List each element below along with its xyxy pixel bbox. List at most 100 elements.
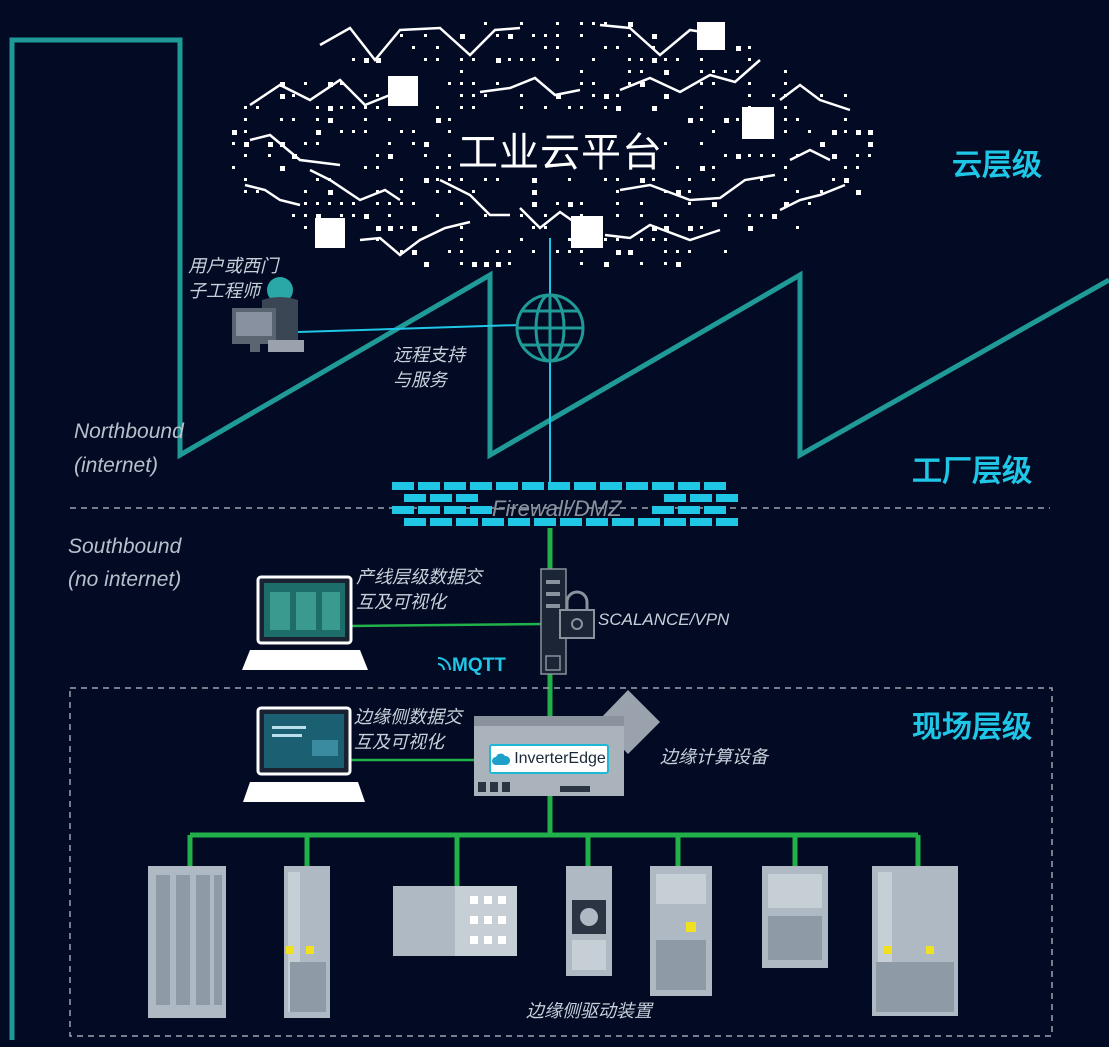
cloud-dot xyxy=(700,82,703,85)
cloud-dot xyxy=(712,82,715,85)
edge-hmi-label-line1: 边缘侧数据交 xyxy=(354,707,462,728)
cloud-dot xyxy=(352,106,355,109)
cloud-dot xyxy=(460,94,463,97)
cloud-dot xyxy=(664,262,667,265)
cloud-dot xyxy=(676,262,681,267)
cloud-dot xyxy=(796,190,799,193)
cloud-dot xyxy=(424,58,427,61)
cloud-dot xyxy=(328,118,333,123)
cloud-dot xyxy=(832,154,837,159)
cloud-dot xyxy=(676,58,679,61)
firewall-brick xyxy=(626,482,648,490)
cloud-dot xyxy=(772,94,775,97)
cloud-dot xyxy=(400,34,403,37)
edge-hmi-label-line2: 互及可视化 xyxy=(354,732,444,753)
firewall-brick xyxy=(664,494,686,502)
cloud-dot xyxy=(652,178,655,181)
cloud-dot xyxy=(388,142,391,145)
cloud-dot xyxy=(616,94,619,97)
cloud-dot xyxy=(856,154,859,157)
cloud-dot xyxy=(820,94,823,97)
cloud-dot xyxy=(628,250,633,255)
cloud-dot xyxy=(496,82,499,85)
cloud-dot xyxy=(724,250,727,253)
cloud-dot xyxy=(520,106,523,109)
firewall-brick xyxy=(496,482,518,490)
firewall-brick xyxy=(392,506,414,514)
cloud-dot xyxy=(520,22,523,25)
cloud-dot xyxy=(244,142,249,147)
firewall-brick xyxy=(652,482,674,490)
cloud-dot xyxy=(580,82,583,85)
cloud-dot xyxy=(808,202,811,205)
cloud-dot xyxy=(700,166,705,171)
cloud-dot xyxy=(748,82,751,85)
firewall-brick xyxy=(418,506,440,514)
firewall-brick xyxy=(716,494,738,502)
cloud-dot xyxy=(352,202,355,205)
firewall-icon xyxy=(392,482,738,526)
cloud-dot xyxy=(532,190,537,195)
cloud-dot xyxy=(592,22,595,25)
cloud-dot xyxy=(640,262,643,265)
cloud-dot xyxy=(364,94,367,97)
cloud-dot xyxy=(580,34,583,37)
drive-device-2 xyxy=(284,866,330,1018)
cloud-dot xyxy=(460,202,463,205)
cloud-dot xyxy=(460,250,463,253)
cloud-dot xyxy=(508,262,511,265)
cloud-dot xyxy=(724,214,727,217)
cloud-dot xyxy=(604,178,607,181)
cloud-dot xyxy=(304,202,307,205)
teal-boundary-line xyxy=(9,37,1109,1040)
cloud-dot xyxy=(712,166,715,169)
cloud-dot xyxy=(556,250,559,253)
cloud-dot xyxy=(388,226,393,231)
cloud-dot xyxy=(712,70,715,73)
field-level-box xyxy=(69,687,1053,1037)
firewall-brick xyxy=(470,506,492,514)
line-hmi-label-line2: 互及可视化 xyxy=(356,592,446,613)
cloud-dot xyxy=(292,214,295,217)
mqtt-label: MQTT xyxy=(452,655,506,676)
cloud-dot xyxy=(508,58,511,61)
cloud-dot xyxy=(748,154,751,157)
cloud-dot xyxy=(448,178,451,181)
line-hmi-label-line1: 产线层级数据交 xyxy=(356,567,482,588)
cloud-dot xyxy=(328,82,333,87)
cloud-dot xyxy=(400,250,403,253)
cloud-dot xyxy=(304,214,307,217)
cloud-dot xyxy=(688,226,693,231)
cloud-dot xyxy=(376,106,379,109)
cloud-dot xyxy=(616,214,619,217)
cloud-dot xyxy=(244,154,247,157)
cloud-dot xyxy=(232,166,235,169)
cloud-dot xyxy=(568,178,571,181)
cloud-dot xyxy=(568,106,571,109)
cloud-dot xyxy=(700,58,703,61)
cloud-dot xyxy=(748,94,751,97)
cloud-dot xyxy=(424,262,429,267)
firewall-brick xyxy=(690,494,712,502)
cloud-dot xyxy=(832,130,837,135)
cloud-dot xyxy=(316,202,319,205)
cloud-dot xyxy=(844,94,847,97)
cloud-dot xyxy=(448,82,451,85)
cloud-dot xyxy=(784,82,787,85)
cloud-dot xyxy=(772,154,775,157)
cloud-dot xyxy=(304,142,307,145)
cloud-dot xyxy=(364,118,367,121)
cloud-dot xyxy=(376,94,379,97)
cloud-dot xyxy=(352,214,355,217)
cloud-dot xyxy=(244,118,247,121)
cloud-dot xyxy=(316,106,319,109)
cloud-dot xyxy=(832,178,835,181)
cloud-dot xyxy=(472,190,475,193)
cloud-dot xyxy=(796,226,799,229)
cloud-dot xyxy=(688,250,691,253)
cloud-level-label: 云层级 xyxy=(952,148,1042,183)
cloud-dot xyxy=(424,178,429,183)
cloud-dot xyxy=(664,214,667,217)
cloud-circuit-lines xyxy=(244,23,851,257)
cloud-dot xyxy=(544,226,547,229)
